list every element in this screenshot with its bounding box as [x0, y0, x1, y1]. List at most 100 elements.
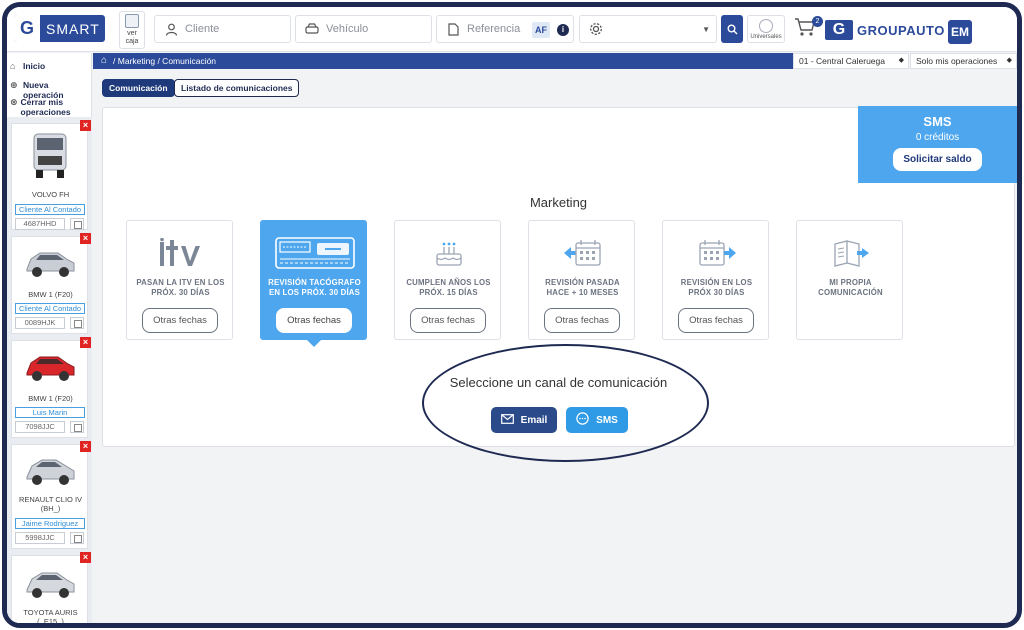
option-upcoming-revision[interactable]: REVISIÓN EN LOS PRÓX 30 DÍAS Otras fecha… [662, 220, 769, 340]
home-icon: ⌂ [10, 61, 16, 71]
car-image [26, 572, 75, 598]
cart-count-badge: 2 [812, 16, 823, 27]
operation-card[interactable]: × VOLVO FH Cliente Al Contado 4687HHD [11, 120, 91, 230]
user-avatar[interactable]: EM [948, 20, 972, 44]
other-dates-button[interactable]: Otras fechas [544, 308, 620, 333]
plate-field: 7098JJC [15, 421, 65, 433]
vehicle-name: TOYOTA AURIS (_E15_) [23, 608, 78, 626]
close-icon[interactable]: × [80, 337, 91, 348]
logo-text: SMART [46, 20, 100, 37]
sidebar-item-cerrar-operaciones[interactable]: ⊗ Cerrar mis operaciones [10, 97, 80, 117]
cliente-field[interactable]: Cliente [154, 15, 291, 43]
close-icon[interactable]: × [80, 552, 91, 563]
universales-label: Universales [750, 34, 782, 40]
highlight-ellipse [422, 344, 709, 462]
operations-filter-select[interactable]: Solo mis operaciones ◆ [910, 53, 1017, 69]
truck-image [33, 133, 67, 178]
option-tachograph[interactable]: REVISIÓN TACÓGRAFO EN LOS PRÓX. 30 DÍAS … [260, 220, 368, 347]
marketing-title: Marketing [529, 195, 588, 210]
sidebar-item-inicio[interactable]: ⌂ Inicio [10, 61, 45, 71]
plate-field: 5998JJC [15, 532, 65, 544]
plate-field: 4687HHD [15, 218, 65, 230]
sidebar-item-nueva-operacion[interactable]: ⊕ Nueva operación [10, 80, 91, 100]
copy-icon[interactable] [70, 317, 84, 329]
operation-card[interactable]: × BMW 1 (F20) Luis Marin 7098JJC [11, 337, 91, 438]
vehicle-name: VOLVO FH [31, 190, 70, 199]
home-icon[interactable]: ⌂ [101, 55, 108, 66]
smart-logo[interactable]: G SMART [14, 15, 105, 42]
copy-icon[interactable] [70, 532, 84, 544]
settings-select[interactable]: ▼ [579, 15, 717, 43]
store-select[interactable]: 01 - Central Caleruega ◆ [793, 53, 909, 69]
vehicle-name: RENAULT CLIO IV (BH_) [18, 495, 83, 513]
user-icon [163, 21, 179, 37]
logo-mark: G [14, 15, 40, 42]
option-itv[interactable]: PASAN LA ITV EN LOS PRÓX. 30 DÍAS Otras … [126, 220, 233, 340]
vehicle-name: BMW 1 (F20) [28, 394, 73, 403]
info-icon[interactable]: i [557, 24, 569, 36]
close-icon[interactable]: × [80, 233, 91, 244]
breadcrumb-path: / Marketing / Comunicación [113, 56, 217, 66]
ver-caja-label: ver caja [125, 30, 139, 45]
gear-icon [588, 21, 604, 37]
option-own-communication[interactable]: MI PROPIA COMUNICACIÓN [796, 220, 903, 340]
other-dates-button[interactable]: Otras fechas [276, 308, 352, 333]
document-icon [445, 21, 461, 37]
operation-card[interactable]: × BMW 1 (F20) Cliente Al Contado 0089HJK [11, 233, 91, 334]
vehicle-name: BMW 1 (F20) [28, 290, 73, 299]
close-icon[interactable]: × [80, 441, 91, 452]
breadcrumb: ⌂ / Marketing / Comunicación [93, 53, 793, 69]
car-image [26, 459, 75, 485]
option-past-revision[interactable]: REVISIÓN PASADA HACE + 10 MESES Otras fe… [528, 220, 635, 340]
plus-circle-icon: ⊕ [10, 80, 18, 90]
operation-card[interactable]: × TOYOTA AURIS (_E15_) [11, 552, 91, 626]
copy-icon[interactable] [70, 421, 84, 433]
cliente-placeholder: Cliente [185, 23, 220, 35]
client-tag[interactable]: Cliente Al Contado [15, 303, 85, 314]
vehiculo-field[interactable]: Vehículo [295, 15, 432, 43]
option-label: REVISIÓN PASADA HACE + 10 MESES [545, 278, 620, 297]
sms-credits-panel: SMS 0 créditos Solicitar saldo [858, 106, 1017, 183]
sms-title: SMS [923, 114, 952, 129]
calendar-forward-icon [663, 235, 770, 271]
ver-caja-button[interactable]: ver caja [119, 11, 145, 49]
sidebar-item-label: Cerrar mis operaciones [20, 97, 71, 117]
client-tag[interactable]: Cliente Al Contado [15, 204, 85, 215]
sidebar: ⌂ Inicio ⊕ Nueva operación ⊗ Cerrar mis … [7, 53, 92, 626]
search-button[interactable] [721, 15, 743, 43]
option-label: MI PROPIA COMUNICACIÓN [818, 278, 883, 297]
client-tag[interactable]: Luis Marin [15, 407, 85, 418]
cart-icon[interactable] [794, 17, 816, 43]
plate-field: 0089HJK [15, 317, 65, 329]
other-dates-button[interactable]: Otras fechas [410, 308, 486, 333]
operation-card[interactable]: × RENAULT CLIO IV (BH_) Jaime Rodriguez … [11, 441, 91, 549]
option-label: CUMPLEN AÑOS LOS PRÓX. 15 DÍAS [406, 278, 491, 297]
referencia-field[interactable]: Referencia [436, 15, 574, 43]
chevron-down-icon: ▼ [702, 25, 710, 34]
client-tag[interactable]: Jaime Rodriguez [15, 518, 85, 529]
cash-register-icon [125, 14, 139, 28]
request-balance-button[interactable]: Solicitar saldo [893, 148, 982, 171]
sidebar-item-label: Inicio [23, 61, 46, 71]
other-dates-button[interactable]: Otras fechas [142, 308, 218, 333]
birthday-cake-icon [395, 235, 502, 271]
car-image [26, 252, 75, 277]
tab-comunicacion[interactable]: Comunicación [102, 79, 175, 97]
close-icon[interactable]: × [80, 120, 91, 131]
other-dates-button[interactable]: Otras fechas [678, 308, 754, 333]
copy-icon[interactable] [70, 218, 84, 230]
universales-button[interactable]: Universales [747, 15, 785, 43]
tab-listado-comunicaciones[interactable]: Listado de comunicaciones [174, 79, 300, 97]
af-badge[interactable]: AF [532, 22, 550, 38]
option-birthdays[interactable]: CUMPLEN AÑOS LOS PRÓX. 15 DÍAS Otras fec… [394, 220, 501, 340]
search-icon [727, 24, 737, 34]
close-circle-icon: ⊗ [10, 97, 18, 107]
store-select-value: 01 - Central Caleruega [799, 56, 885, 66]
tachograph-icon [261, 235, 368, 271]
groupauto-text: GROUPAUTO [857, 22, 945, 38]
referencia-placeholder: Referencia [467, 23, 521, 35]
vehiculo-placeholder: Vehículo [326, 23, 369, 35]
operations-filter-value: Solo mis operaciones [916, 56, 998, 66]
operations-list: × VOLVO FH Cliente Al Contado 4687HHD × [7, 117, 92, 626]
